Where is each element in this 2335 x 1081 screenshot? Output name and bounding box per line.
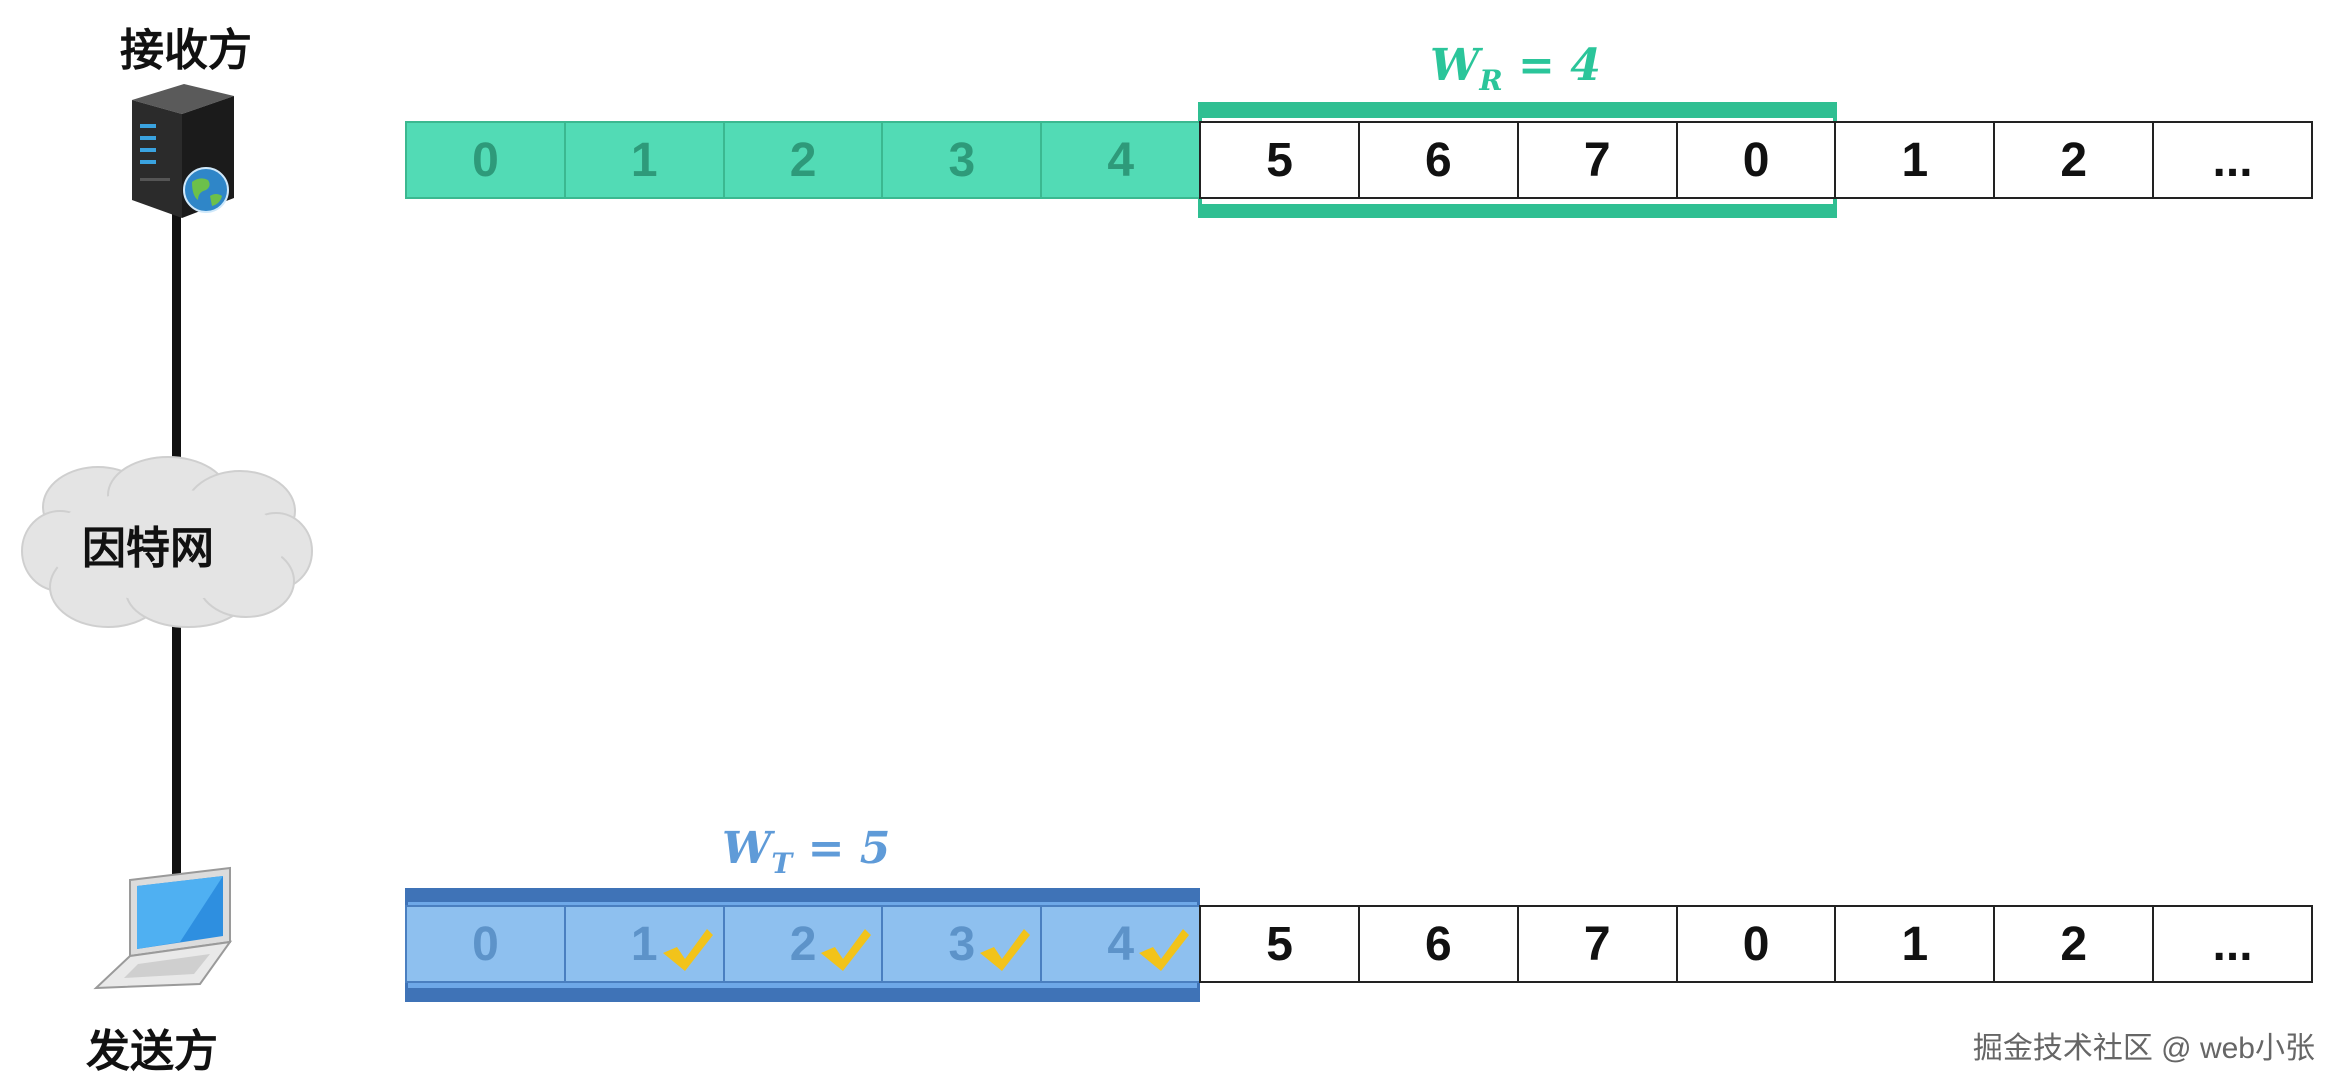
sender-seq-cell: 2 [722, 905, 884, 983]
sender-seq-number: 7 [1583, 917, 1611, 971]
sender-window-value: = 5 [792, 823, 891, 874]
server-icon [122, 78, 242, 223]
receiver-seq-cell: ... [2152, 121, 2313, 199]
receiver-seq-number: 0 [1742, 133, 1770, 187]
sender-label: 发送方 [86, 1027, 218, 1076]
sender-seq-cell: 7 [1516, 905, 1678, 983]
receiver-seq-number: ... [2212, 133, 2253, 187]
receiver-window-value: = 4 [1502, 40, 1601, 91]
receiver-window-symbol: W [1430, 40, 1480, 91]
sender-seq-cell: ... [2152, 905, 2313, 983]
sender-seq-number: 5 [1266, 917, 1293, 971]
receiver-seq-number: 2 [789, 133, 817, 187]
sender-sequence-row: 0 1 2 3 4 5 6 7 0 1 2... [405, 905, 2313, 983]
sender-seq-cell: 6 [1357, 905, 1519, 983]
sender-seq-number: 1 [1901, 917, 1929, 971]
receiver-seq-number: 7 [1583, 133, 1611, 187]
receiver-seq-cell: 3 [881, 121, 1043, 199]
sender-seq-cell: 0 [405, 905, 566, 983]
sender-seq-number: 0 [472, 917, 499, 971]
receiver-seq-cell: 2 [722, 121, 884, 199]
sender-seq-number: ... [2212, 917, 2253, 971]
receiver-seq-cell: 7 [1516, 121, 1678, 199]
receiver-seq-cell: 5 [1199, 121, 1360, 199]
receiver-seq-cell: 1 [1834, 121, 1996, 199]
receiver-seq-number: 1 [630, 133, 658, 187]
internet-cloud-icon [18, 455, 313, 630]
sender-seq-number: 0 [1742, 917, 1770, 971]
receiver-seq-number: 5 [1266, 133, 1293, 187]
sender-seq-cell: 1 [1834, 905, 1996, 983]
receiver-window-label: WR = 4 [1430, 40, 1601, 97]
sender-seq-cell: 4 [1040, 905, 1202, 983]
network-label: 因特网 [82, 524, 214, 573]
sender-window-subscript: T [771, 846, 793, 880]
ack-check-icon [821, 929, 872, 971]
sender-seq-number: 4 [1107, 917, 1135, 971]
sender-window-label: WT = 5 [722, 823, 890, 880]
receiver-label: 接收方 [120, 26, 252, 75]
receiver-seq-number: 1 [1901, 133, 1929, 187]
sender-seq-cell: 5 [1199, 905, 1360, 983]
receiver-seq-number: 4 [1107, 133, 1135, 187]
sender-seq-number: 3 [948, 917, 976, 971]
receiver-sequence-row: 0 1 2 3 4 5 6 7 0 1 2... [405, 121, 2313, 199]
sender-seq-number: 1 [630, 917, 658, 971]
receiver-window-subscript: R [1479, 63, 1503, 97]
sender-window-symbol: W [722, 823, 772, 874]
receiver-seq-number: 6 [1425, 133, 1452, 187]
receiver-seq-cell: 0 [405, 121, 566, 199]
receiver-seq-cell: 2 [1993, 121, 2155, 199]
watermark: 掘金技术社区 @ web小张 [1972, 1032, 2315, 1065]
sender-seq-cell: 2 [1993, 905, 2155, 983]
receiver-seq-cell: 0 [1675, 121, 1837, 199]
sender-seq-cell: 3 [881, 905, 1043, 983]
ack-check-icon [1139, 929, 1190, 971]
ack-check-icon [980, 929, 1031, 971]
receiver-seq-number: 0 [472, 133, 499, 187]
sender-seq-number: 6 [1425, 917, 1452, 971]
sender-seq-cell: 1 [563, 905, 725, 983]
receiver-seq-number: 2 [2060, 133, 2088, 187]
ack-check-icon [662, 929, 713, 971]
sender-seq-number: 2 [2060, 917, 2088, 971]
receiver-seq-cell: 6 [1357, 121, 1519, 199]
laptop-icon [90, 860, 240, 995]
sender-seq-cell: 0 [1675, 905, 1837, 983]
receiver-seq-cell: 1 [563, 121, 725, 199]
receiver-seq-number: 3 [948, 133, 976, 187]
receiver-seq-cell: 4 [1040, 121, 1202, 199]
sender-seq-number: 2 [789, 917, 817, 971]
